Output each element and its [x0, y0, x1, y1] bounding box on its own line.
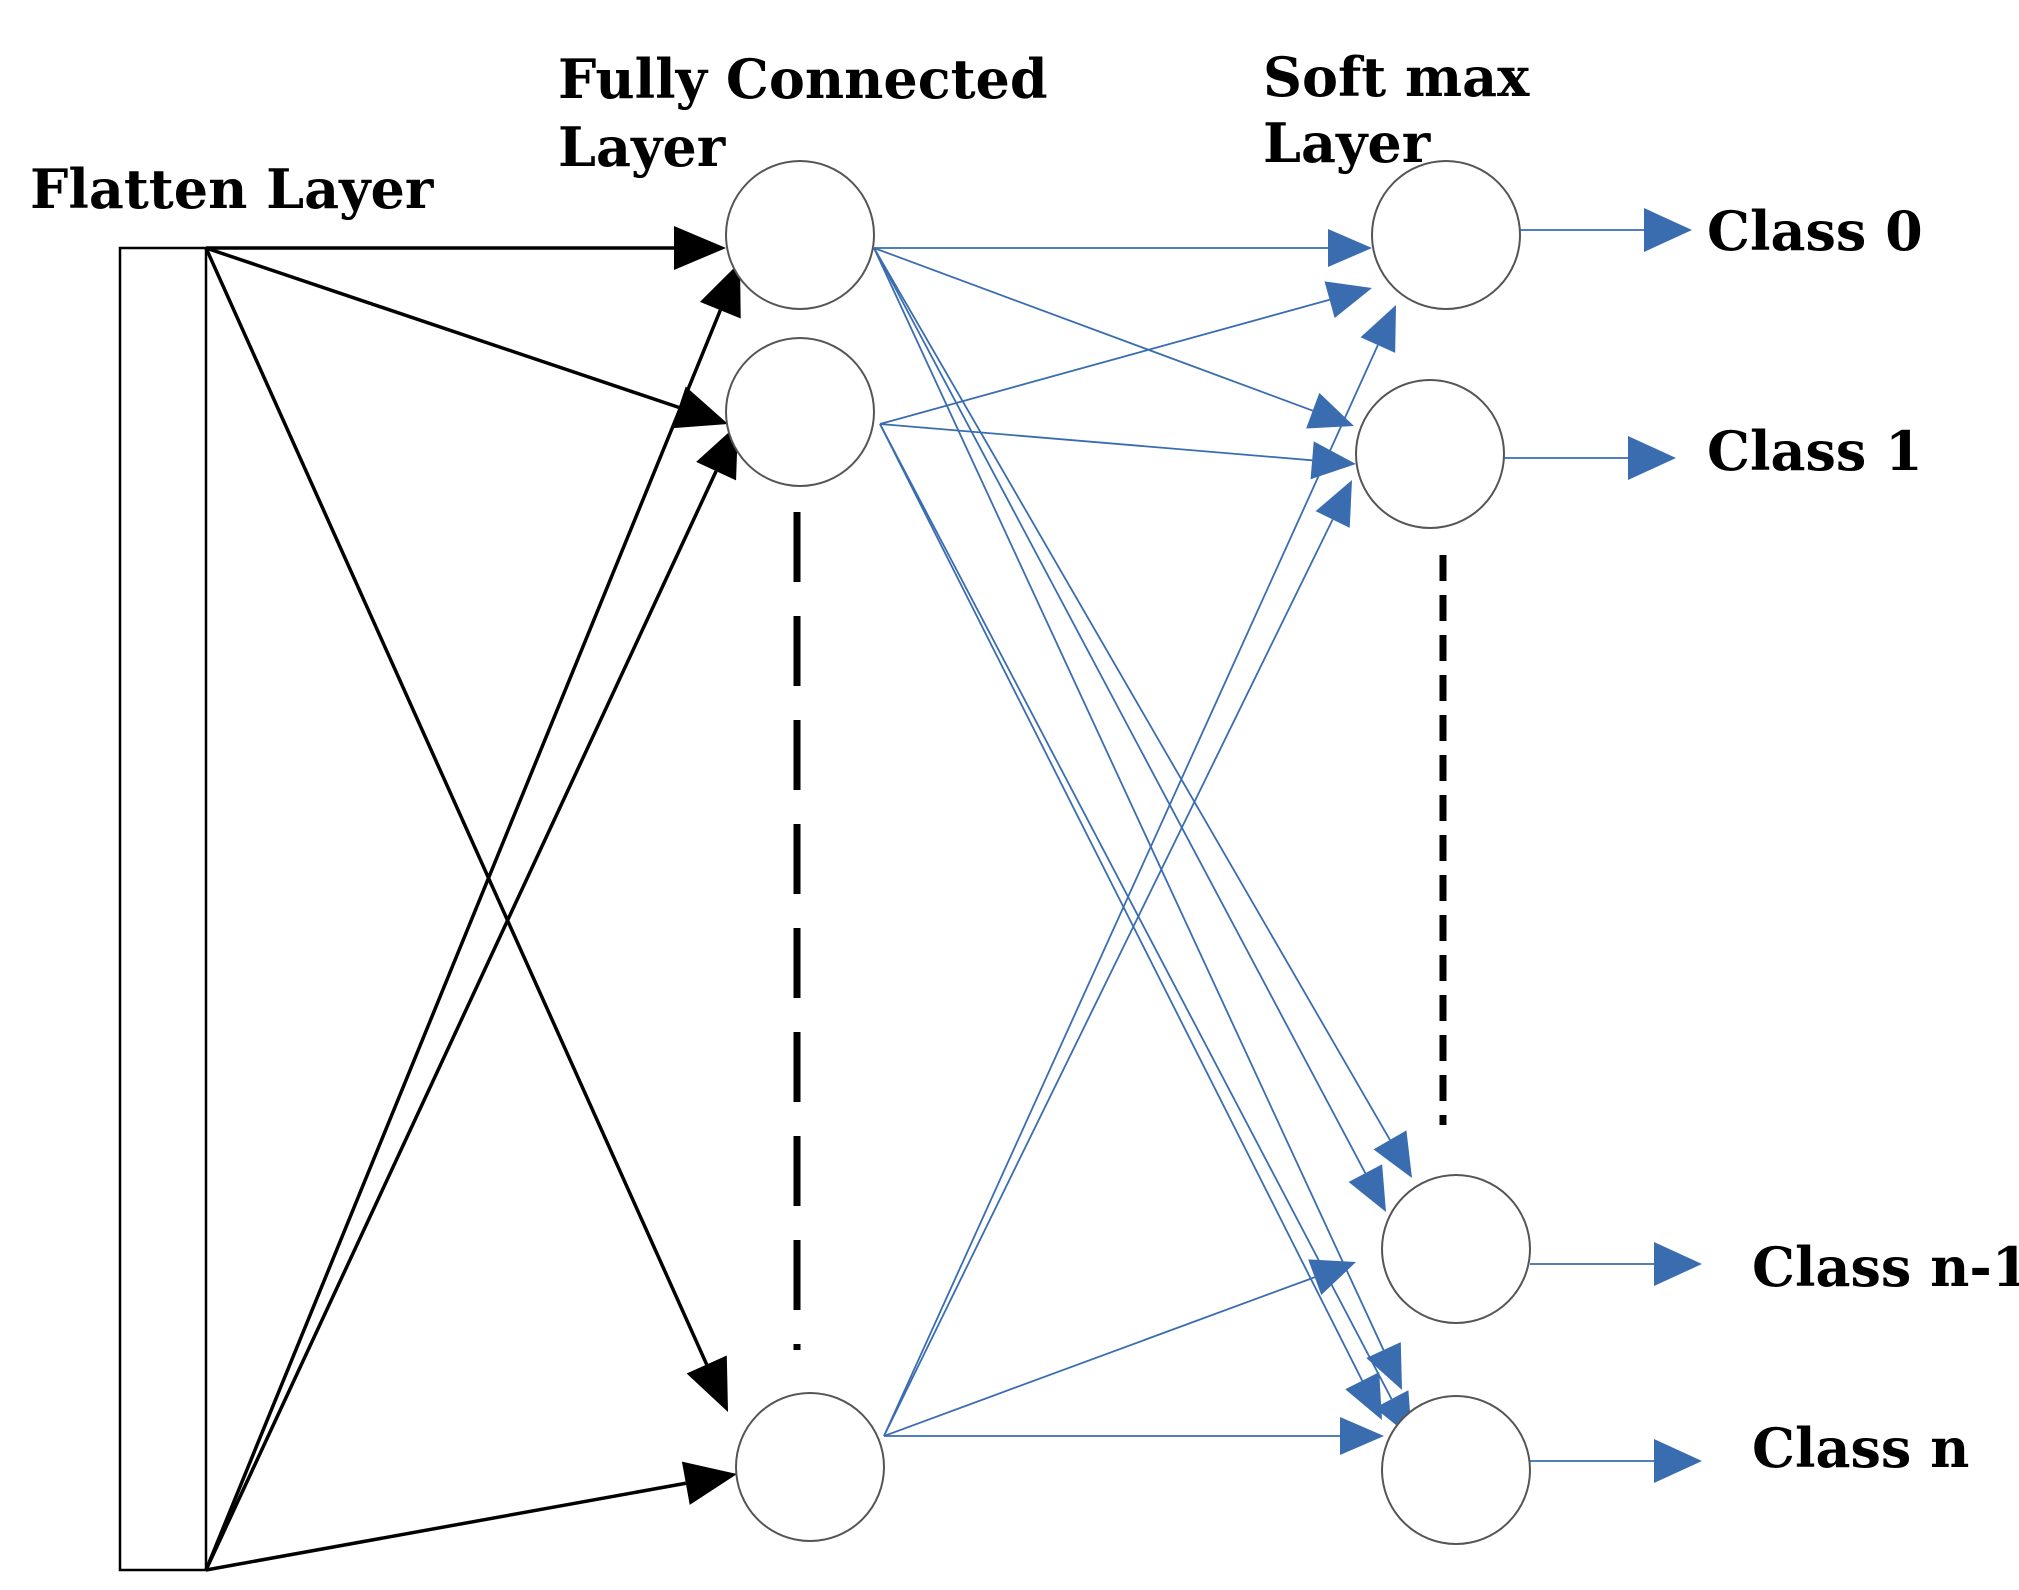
flatten-edge-4-line — [204, 309, 722, 1571]
softmax-edge-7-arrowhead — [1310, 441, 1356, 480]
flatten-edge-6-arrowhead — [681, 1461, 737, 1505]
softmax-label-line2: Layer — [1263, 111, 1431, 175]
softmax-edge-11-arrowhead — [1315, 480, 1352, 528]
flatten-to-fc-edges — [204, 226, 741, 1572]
softmax-edge-9-line — [879, 423, 1393, 1400]
fully-connected-label-line2: Layer — [558, 115, 726, 179]
flatten-edge-5-line — [204, 470, 718, 1571]
softmax-node-class-1 — [1355, 379, 1505, 529]
flatten-edge-6-line — [205, 1481, 687, 1572]
class-label-1: Class 1 — [1707, 419, 1923, 483]
flatten-edge-3-arrowhead — [686, 1355, 728, 1412]
fc-to-softmax-edges — [873, 229, 1412, 1455]
softmax-node-class-0 — [1371, 160, 1521, 310]
softmax-node-class-n — [1381, 1395, 1531, 1545]
softmax-edge-2-line — [873, 247, 1314, 412]
softmax-edge-8-arrowhead — [1345, 1372, 1382, 1420]
flatten-edge-4-arrowhead — [699, 262, 741, 319]
softmax-edge-11-line — [883, 519, 1334, 1437]
softmax-label-line1: Soft max — [1263, 45, 1530, 109]
softmax-edge-10-line — [883, 344, 1379, 1437]
softmax-edge-3-line — [873, 247, 1391, 1141]
softmax-edge-4-arrowhead — [1348, 1164, 1386, 1212]
softmax-node-class-n-1 — [1381, 1174, 1531, 1324]
class-label-0: Class 0 — [1707, 199, 1923, 263]
output-edge-3-arrowhead — [1654, 1242, 1702, 1286]
softmax-edge-13-arrowhead — [1340, 1417, 1384, 1455]
class-label-n-1: Class n-1 — [1752, 1235, 2019, 1299]
softmax-edge-2-arrowhead — [1306, 392, 1354, 429]
softmax-edge-5-line — [873, 247, 1385, 1351]
softmax-edge-4-line — [873, 247, 1367, 1174]
fc-node-1 — [725, 160, 875, 310]
softmax-edge-6-line — [879, 298, 1330, 425]
flatten-layer-bar — [118, 246, 208, 1572]
flatten-layer-label: Flatten Layer — [30, 157, 434, 221]
fully-connected-label-line1: Fully Connected — [558, 47, 1048, 111]
class-label-n: Class n — [1752, 1416, 1969, 1480]
softmax-edge-1-arrowhead — [1328, 229, 1372, 267]
fc-node-n — [735, 1392, 885, 1542]
softmax-edge-7-line — [879, 423, 1313, 462]
softmax-edge-10-arrowhead — [1360, 305, 1396, 353]
softmax-edge-5-arrowhead — [1366, 1342, 1402, 1390]
softmax-edge-12-arrowhead — [1308, 1259, 1356, 1296]
softmax-edge-8-line — [879, 423, 1364, 1382]
flatten-edge-2-line — [205, 246, 680, 410]
softmax-edge-12-line — [883, 1276, 1316, 1437]
output-edge-1-arrowhead — [1644, 208, 1692, 252]
softmax-edge-6-arrowhead — [1324, 281, 1372, 319]
flatten-edge-3-line — [204, 247, 709, 1366]
softmax-output-edges — [1504, 208, 1702, 1483]
flatten-edge-1-arrowhead — [674, 226, 726, 270]
output-edge-4-arrowhead — [1654, 1439, 1702, 1483]
fc-node-2 — [725, 337, 875, 487]
flatten-edge-5-arrowhead — [696, 424, 738, 481]
softmax-edge-3-arrowhead — [1373, 1130, 1412, 1178]
output-edge-2-arrowhead — [1628, 436, 1676, 480]
